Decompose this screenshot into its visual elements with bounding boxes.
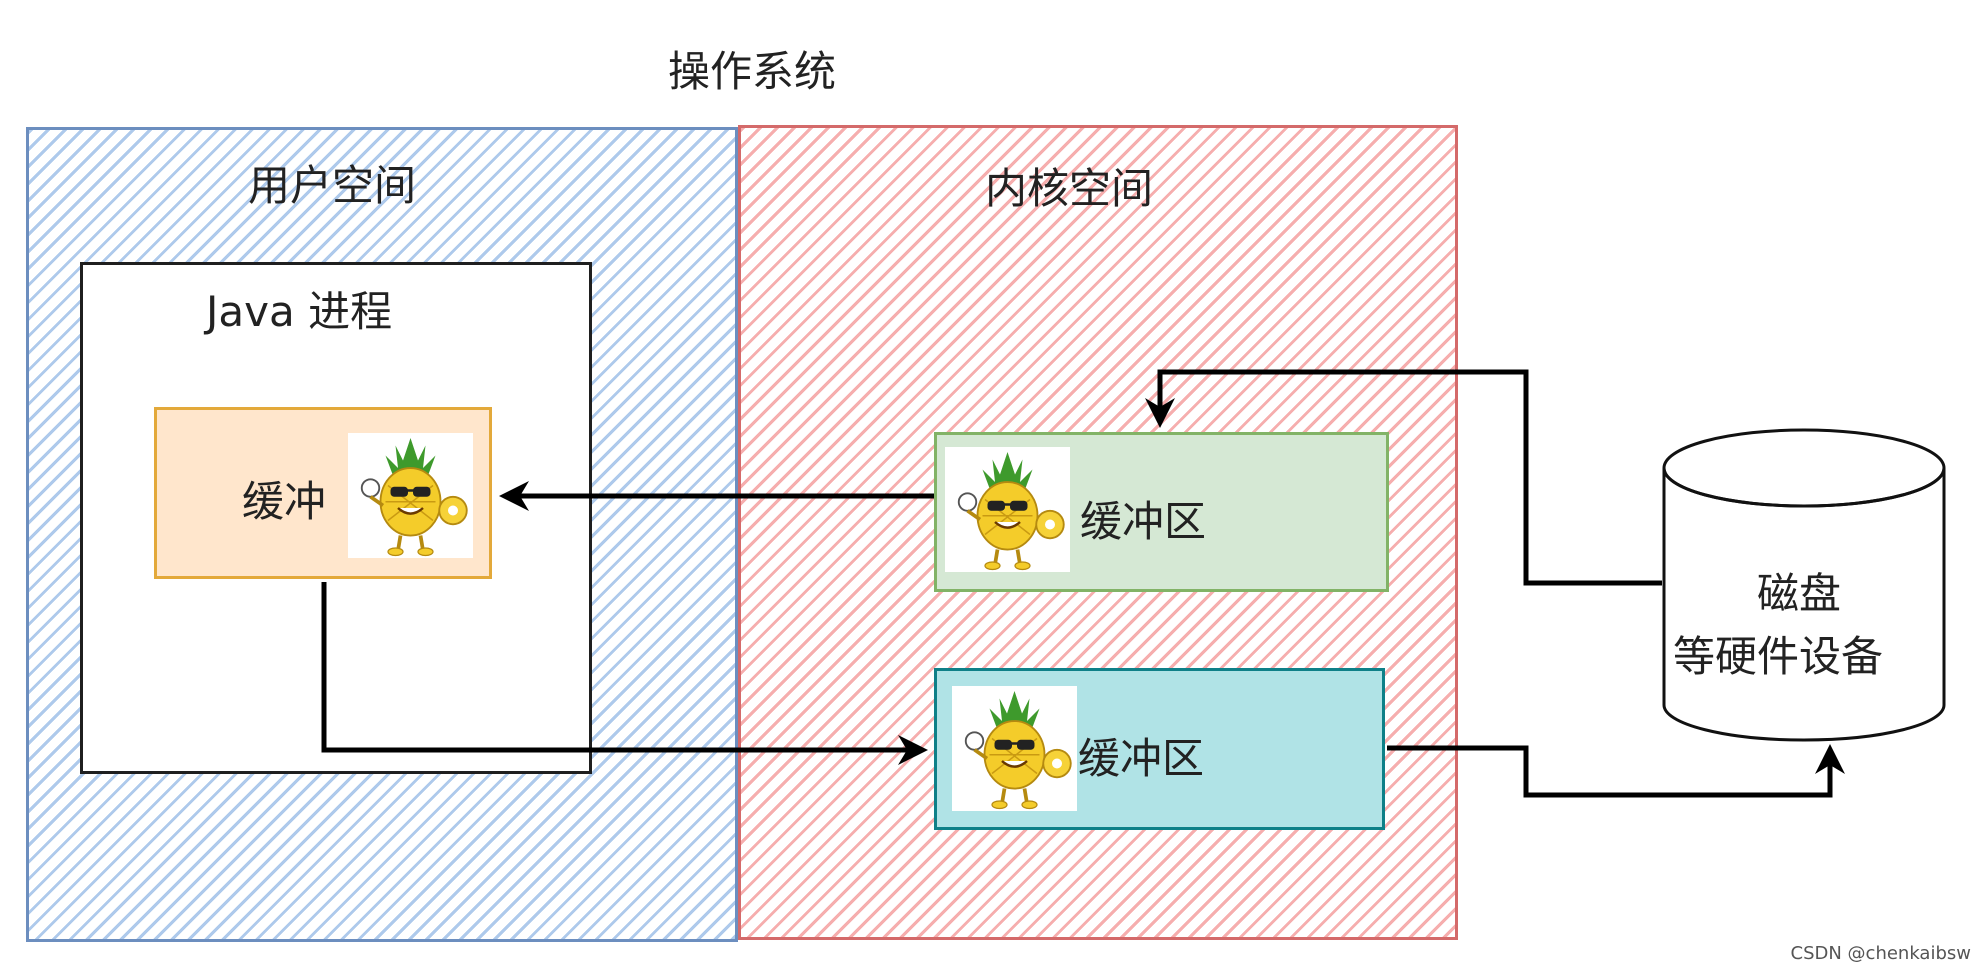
kernel-space-title: 内核空间	[985, 164, 1154, 213]
disk-cylinder-icon	[1662, 428, 1946, 742]
pineapple-mascot-icon	[945, 447, 1070, 572]
kernel-buffer-read-label: 缓冲区	[1080, 497, 1207, 546]
os-title: 操作系统	[668, 47, 837, 96]
pineapple-mascot-icon	[348, 433, 473, 558]
disk-label-line2: 等硬件设备	[1673, 632, 1884, 681]
watermark: CSDN @chenkaibsw	[1790, 943, 1972, 964]
user-space-title: 用户空间	[248, 161, 417, 210]
java-buffer-label: 缓冲	[242, 477, 327, 526]
arrow-java-buffer-to-kernel-write	[321, 582, 928, 765]
disk-label-line1: 磁盘	[1757, 569, 1842, 618]
kernel-buffer-write-label: 缓冲区	[1078, 734, 1205, 783]
arrow-disk-to-kernel-read	[1145, 369, 1662, 586]
java-process-title: Java 进程	[206, 287, 393, 336]
arrow-kernel-write-to-disk	[1387, 744, 1845, 798]
pineapple-mascot-icon	[952, 686, 1077, 811]
